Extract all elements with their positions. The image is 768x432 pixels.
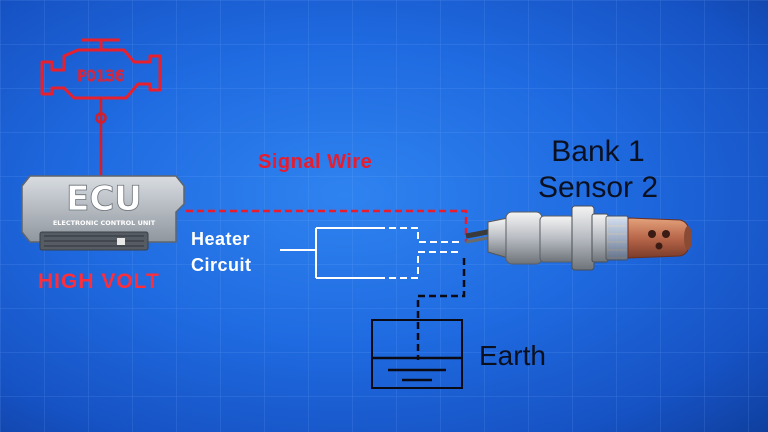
junction-dot: [95, 112, 107, 124]
dtc-code: P0136: [77, 67, 124, 85]
earth-label: Earth: [479, 340, 546, 371]
heater-label-line1: Heater: [191, 229, 251, 249]
check-engine-icon: [40, 38, 162, 100]
sensor-label-line1: Bank 1: [551, 135, 645, 168]
ecu-module: [21, 175, 185, 251]
earth-ground-symbol: [371, 319, 463, 389]
signal-wire: [186, 209, 468, 242]
signal-wire-label: Signal Wire: [258, 151, 373, 173]
heater-circuit-label: Heater Circuit: [191, 226, 252, 278]
oxygen-sensor: [465, 205, 692, 271]
high-volt-label: HIGH VOLT: [38, 270, 160, 293]
ecu-title: ECU: [66, 179, 142, 219]
sensor-label: Bank 1 Sensor 2: [518, 134, 678, 206]
heater-label-line2: Circuit: [191, 255, 252, 275]
earth-wire: [416, 258, 466, 360]
sensor-label-line2: Sensor 2: [537, 171, 659, 204]
heater-circuit-wires: [280, 227, 462, 279]
ecu-subtitle: ELECTRONIC CONTROL UNIT: [53, 219, 156, 227]
